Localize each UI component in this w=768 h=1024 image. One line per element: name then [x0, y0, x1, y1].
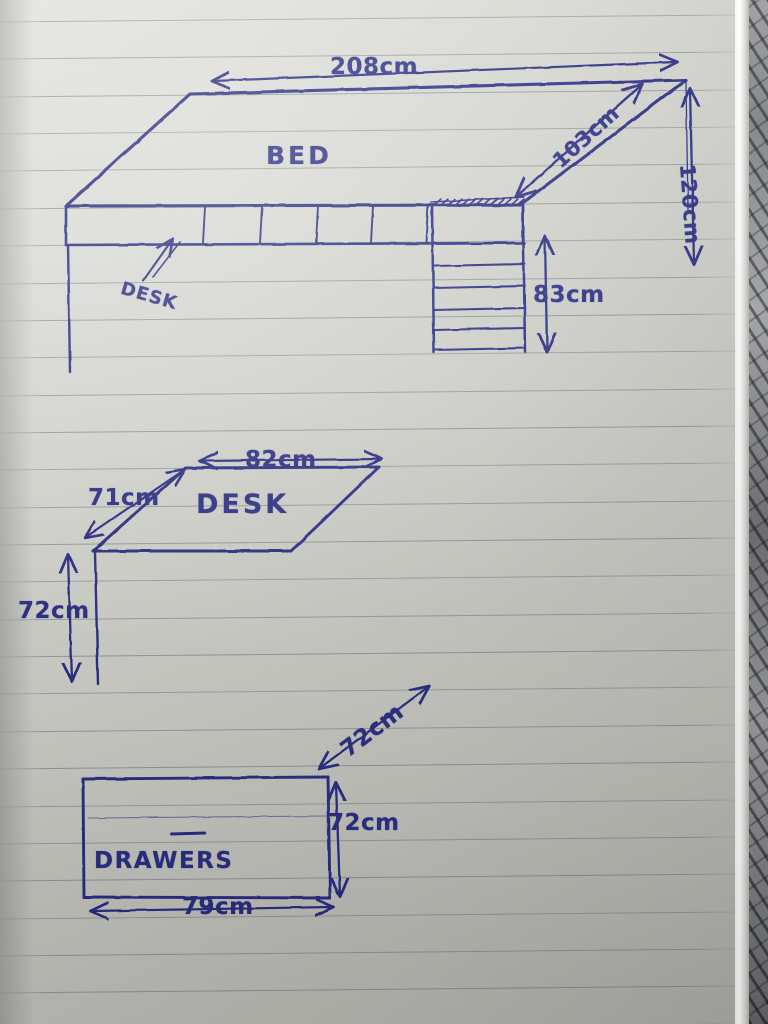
desk-callout-arrow-second [152, 241, 181, 278]
ladder-rung [432, 262, 527, 268]
bed-top-front-edge [64, 203, 522, 208]
drawers-diagram [81, 687, 428, 911]
drawer-handle [169, 831, 207, 836]
desk-callout-arrow [141, 240, 172, 283]
desk-depth-arrow [86, 470, 184, 537]
bed-slat-divider [370, 205, 374, 244]
bed-height-arrow [690, 90, 694, 263]
bed-depth-arrow [517, 85, 641, 196]
ladder-rung [432, 326, 527, 332]
drawers-title-label: DRAWERS [94, 848, 234, 874]
drawers-width-arrow [92, 907, 332, 911]
bed-ladder-height-label: 83cm [533, 282, 605, 308]
bed-length-label: 208cm [330, 54, 419, 80]
ladder-rung [432, 241, 527, 246]
page-edge [735, 0, 749, 1024]
drawers-height-arrow [336, 784, 340, 895]
desk-depth-label: 71cm [88, 485, 160, 511]
desk-height-arrow [68, 556, 72, 680]
drawers-left-edge [81, 777, 86, 899]
desk-right-edge [289, 465, 381, 553]
desk-title-label: DESK [196, 489, 290, 520]
ladder-top-hatching [430, 196, 525, 207]
ladder-rail-left [430, 204, 436, 354]
desk-leg [93, 550, 100, 686]
drawers-top-edge [81, 775, 330, 781]
drawers-right-edge [326, 775, 332, 900]
ladder-rung [432, 284, 527, 290]
background-surface [749, 0, 768, 1024]
desk-width-label: 82cm [245, 447, 317, 473]
bed-height-extension-line [685, 81, 689, 211]
bed-ladder-arrow [545, 238, 547, 350]
bed-slat-divider [259, 206, 263, 244]
drawers-height-label: 72cm [328, 810, 400, 836]
drawers-depth-arrow [320, 687, 428, 768]
desk-height-label: 72cm [18, 598, 90, 624]
bed-slat-divider [425, 204, 429, 244]
desk-diagram [68, 459, 381, 686]
page-gutter-shadow [0, 0, 34, 1024]
bed-diagram [64, 62, 694, 374]
drawers-width-label: 79cm [182, 894, 254, 920]
bed-top-right-edge [518, 78, 688, 207]
ladder-rail-right [521, 204, 527, 354]
drawer-divider-line [87, 815, 327, 819]
ladder-rung [432, 306, 527, 312]
bed-top-back-edge [188, 78, 688, 96]
ladder-rung [432, 346, 527, 352]
bed-slat-divider [315, 205, 319, 244]
desk-width-arrow [201, 459, 380, 461]
bed-left-leg [66, 243, 72, 374]
bed-top-left-edge [64, 92, 192, 208]
bed-slat-divider [202, 206, 206, 244]
bed-title-label: BED [266, 141, 332, 170]
bed-length-arrow [213, 62, 676, 81]
